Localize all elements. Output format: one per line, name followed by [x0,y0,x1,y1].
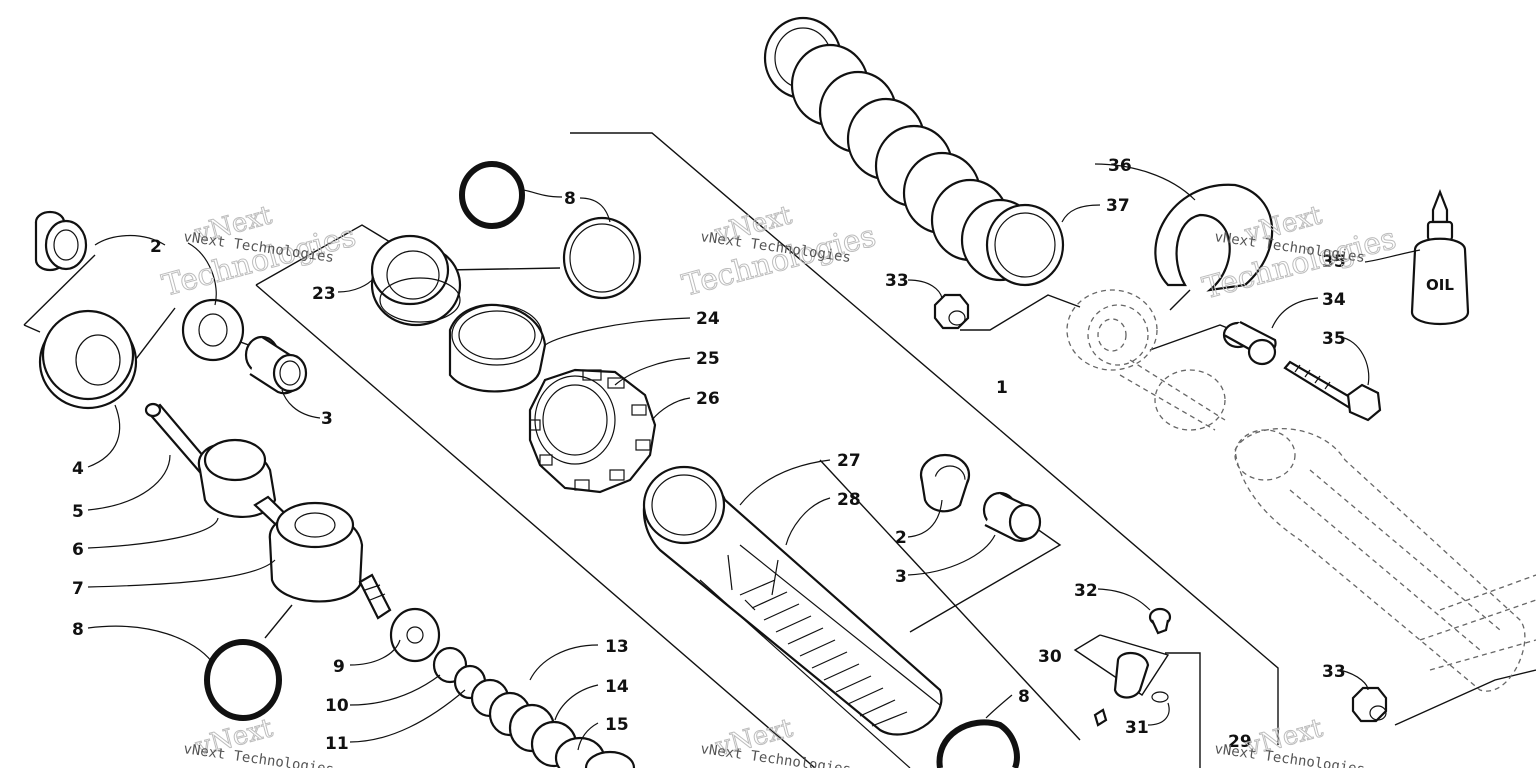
shaft-piston-assembly [144,402,392,620]
callout-35: 35 [1322,252,1346,272]
callout-7: 7 [72,579,84,599]
callout-3: 3 [321,409,333,429]
ghost-shock-assembled [1066,289,1536,692]
callout-5: 5 [72,502,84,522]
body-sleeve [448,303,547,393]
callout-36: 36 [1108,156,1132,176]
callout-8: 8 [564,189,576,209]
callout-6: 6 [72,540,84,560]
shock-body-threads [739,579,908,727]
oil-label: OIL [1426,276,1454,294]
callout-31: 31 [1125,718,1149,738]
callout-35: 35 [1322,329,1346,349]
o-ring-left [204,639,282,721]
callout-32: 32 [1074,581,1098,601]
nut-upper [933,293,970,330]
nut-lower [1351,686,1388,723]
callout-13: 13 [605,637,629,657]
shock-body [642,465,943,768]
callout-29: 29 [1228,732,1252,752]
valve-fitting [1093,607,1172,727]
adjuster-nut [528,368,657,494]
callout-10: 10 [325,696,349,716]
shim-stack [389,607,636,768]
callout-8: 8 [72,620,84,640]
callout-24: 24 [696,309,720,329]
callout-28: 28 [837,490,861,510]
callout-14: 14 [605,677,629,697]
callout-8: 8 [1018,687,1030,707]
callout-4: 4 [72,459,84,479]
callout-2: 2 [895,528,907,548]
callout-30: 30 [1038,647,1062,667]
spring-seat-left [38,309,138,410]
callout-27: 27 [837,451,861,471]
callout-1: 1 [996,378,1008,398]
bolt [1283,360,1382,422]
callout-37: 37 [1106,196,1130,216]
oil-bottle: OIL [1410,188,1470,326]
bushing-top-left [34,210,88,272]
callout-15: 15 [605,715,629,735]
callout-23: 23 [312,284,336,304]
reservoir-cap [370,234,462,327]
assembly-lines [23,132,1536,768]
sleeve-left [244,335,308,395]
spacer-right [1222,321,1277,366]
callout-3: 3 [895,567,907,587]
spring-retainer-clip [1154,183,1274,292]
callout-33: 33 [885,271,909,291]
sleeve-center [982,491,1042,542]
callout-2: 2 [150,237,162,257]
guide-ring [562,216,642,300]
callout-25: 25 [696,349,720,369]
coil-spring [763,16,1065,287]
callout-11: 11 [325,734,349,754]
callout-9: 9 [333,657,345,677]
o-ring-bottom [936,719,1020,768]
callout-33: 33 [1322,662,1346,682]
callout-numbers: 1 2 2 3 3 4 5 6 7 8 8 8 9 10 11 13 14 15… [72,156,1346,754]
washer-left [181,298,245,362]
callout-34: 34 [1322,290,1346,310]
callout-26: 26 [696,389,720,409]
o-ring-top [459,161,525,229]
callout-leaders [87,163,1421,751]
bushing-center [919,453,971,513]
